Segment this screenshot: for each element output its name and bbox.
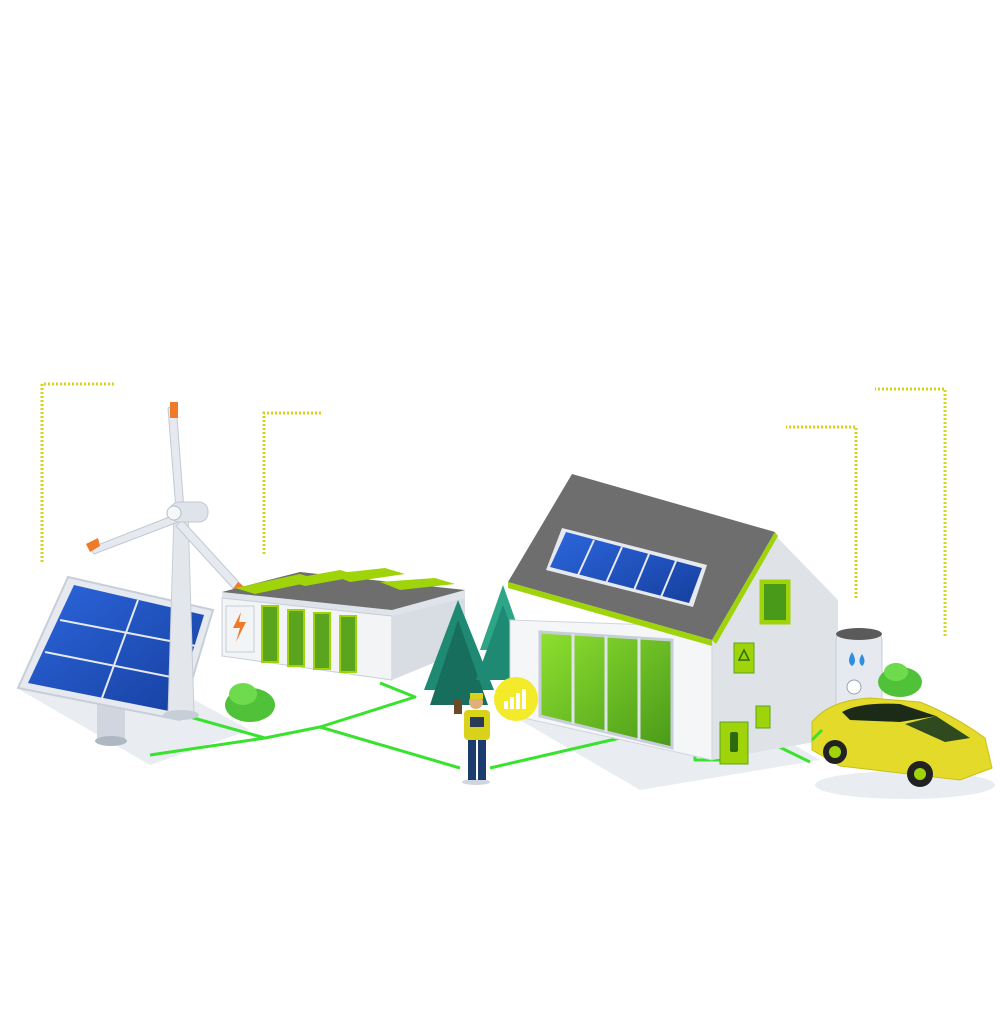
solar-panel-array [16, 575, 215, 746]
engineer-with-tablet [462, 693, 490, 785]
house-with-rooftop-solar [508, 474, 838, 765]
bush-right [878, 663, 922, 697]
bush-left [225, 683, 275, 722]
electrical-meter-boxes [719, 642, 771, 765]
water-heater-tank [835, 628, 883, 717]
energy-chart-bubble [494, 677, 538, 721]
roof-solar-panels [546, 528, 707, 607]
glass-windows [538, 630, 674, 750]
dotted-guide-lines [40, 382, 947, 636]
battery-storage-units [221, 568, 465, 681]
electric-car-charging [810, 697, 993, 787]
